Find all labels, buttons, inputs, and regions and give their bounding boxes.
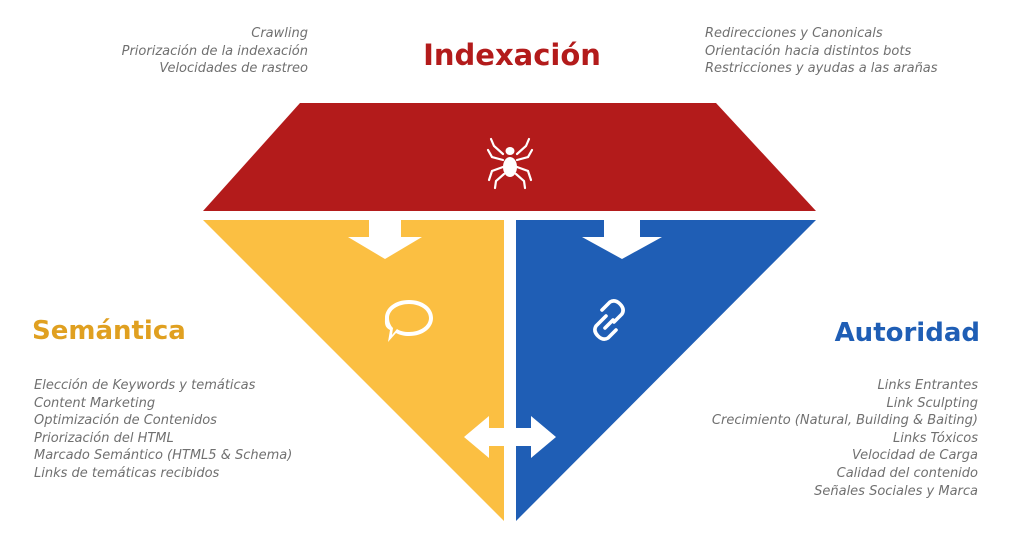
autoridad-list: Links Entrantes Link Sculpting Crecimien… bbox=[712, 377, 978, 500]
link-icon bbox=[593, 299, 625, 341]
indexacion-right-item: Orientación hacia distintos bots bbox=[705, 43, 912, 59]
autoridad-title: Autoridad bbox=[834, 318, 980, 348]
indexacion-left-item: Priorización de la indexación bbox=[121, 43, 308, 59]
autoridad-item: Señales Sociales y Marca bbox=[814, 483, 978, 499]
indexacion-right-item: Restricciones y ayudas a las arañas bbox=[705, 61, 938, 77]
semantica-item: Marcado Semántico (HTML5 & Schema) bbox=[34, 448, 293, 464]
arrow-down-autoridad bbox=[582, 220, 662, 259]
autoridad-item: Links Tóxicos bbox=[893, 430, 978, 446]
double-arrow-horizontal bbox=[464, 416, 556, 458]
autoridad-item: Velocidad de Carga bbox=[851, 448, 978, 464]
indexacion-title: Indexación bbox=[423, 38, 601, 72]
semantica-item: Content Marketing bbox=[34, 395, 156, 411]
autoridad-item: Crecimiento (Natural, Building & Baiting… bbox=[711, 413, 978, 429]
speech-bubble-icon bbox=[384, 300, 433, 342]
indexacion-right-list: Redirecciones y Canonicals Orientación h… bbox=[705, 25, 938, 78]
spider-icon bbox=[486, 137, 534, 190]
semantica-item: Optimización de Contenidos bbox=[34, 413, 217, 429]
autoridad-wedge bbox=[516, 220, 816, 521]
autoridad-item: Links Entrantes bbox=[877, 378, 979, 393]
indexacion-left-item: Velocidades de rastreo bbox=[159, 61, 308, 77]
autoridad-item: Calidad del contenido bbox=[836, 465, 978, 481]
semantica-wedge bbox=[203, 220, 504, 521]
arrow-down-semantica bbox=[348, 220, 422, 259]
semantica-list: Elección de Keywords y temáticas Content… bbox=[34, 377, 292, 483]
semantica-item: Elección de Keywords y temáticas bbox=[34, 378, 256, 393]
indexacion-left-list: Crawling Priorización de la indexación V… bbox=[122, 25, 308, 78]
autoridad-item: Link Sculpting bbox=[886, 395, 978, 411]
semantica-item: Priorización del HTML bbox=[34, 430, 174, 446]
indexacion-band bbox=[203, 103, 816, 211]
indexacion-left-item: Crawling bbox=[251, 26, 308, 41]
semantica-title: Semántica bbox=[32, 316, 186, 346]
indexacion-right-item: Redirecciones y Canonicals bbox=[705, 26, 883, 41]
semantica-item: Links de temáticas recibidos bbox=[34, 465, 220, 481]
